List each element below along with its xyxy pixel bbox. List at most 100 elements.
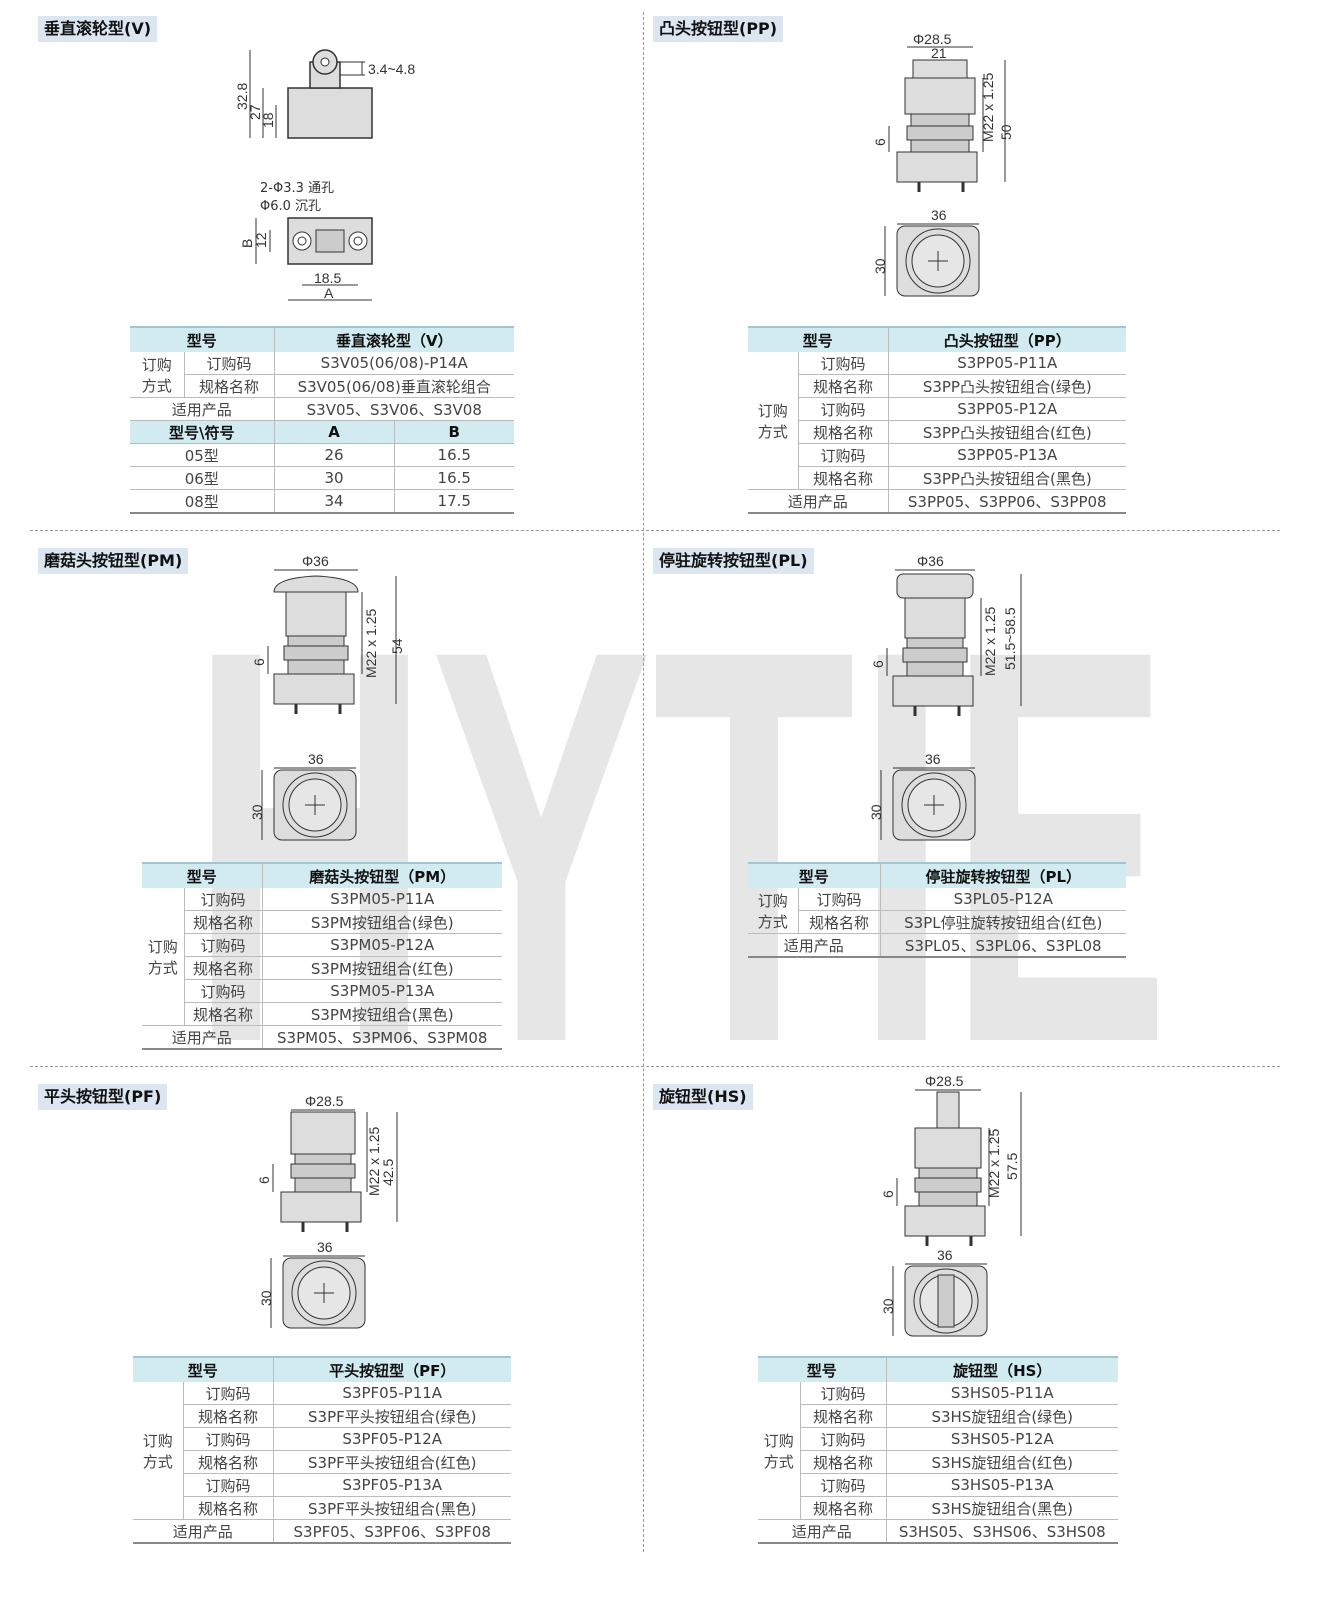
row-label: 规格名称 — [183, 910, 262, 934]
row-value: S3HS05-P13A — [885, 1473, 1118, 1497]
applicable-value: S3V05、S3V06、S3V08 — [273, 397, 514, 421]
table-cell: 06型 — [130, 466, 274, 490]
subheader-model-symbol: 型号\符号 — [130, 420, 274, 444]
panel-pm: 磨菇头按钮型(PM) Φ36 6 M22 x 1.25 54 36 — [30, 532, 692, 1062]
row-label: 规格名称 — [182, 1404, 273, 1428]
drawing-hs: Φ28.5 6 M22 x 1.25 57.5 36 30 — [865, 1072, 1065, 1366]
table-cell: 16.5 — [393, 466, 514, 490]
group-label: 订购 方式 — [130, 352, 184, 398]
dim-height: 57.5 — [1004, 1153, 1020, 1180]
dim-36: 36 — [317, 1239, 333, 1255]
row-value: S3PF平头按钮组合(黑色) — [272, 1496, 511, 1520]
panel-title: 凸头按钮型(PP) — [653, 16, 784, 42]
row-label: 订购码 — [182, 1473, 273, 1497]
row-label: 规格名称 — [799, 1496, 886, 1520]
header-model: 型号 — [758, 1356, 886, 1382]
dim-height-body: 18 — [260, 112, 276, 128]
dim-a: A — [324, 285, 334, 301]
row-label: 订购码 — [183, 888, 262, 911]
group-label: 订购 方式 — [142, 888, 184, 1026]
applicable-value: S3PF05、S3PF06、S3PF08 — [272, 1519, 511, 1544]
applicable-value: S3PM05、S3PM06、S3PM08 — [261, 1025, 502, 1050]
dim-12: 12 — [253, 232, 269, 248]
row-value: S3HS旋钮组合(黑色) — [885, 1496, 1118, 1520]
dim-6: 6 — [880, 1190, 896, 1198]
row-label: 规格名称 — [797, 374, 888, 398]
group-label: 订购 方式 — [748, 352, 798, 490]
dim-36: 36 — [308, 751, 324, 767]
table-cell: 30 — [273, 466, 394, 490]
header-type: 平头按钮型（PF） — [272, 1356, 511, 1382]
dim-thread: M22 x 1.25 — [366, 1127, 382, 1196]
dim-36: 36 — [937, 1247, 953, 1263]
drawing-pl: Φ36 6 M22 x 1.25 51.5~58.5 36 30 — [865, 552, 1065, 846]
row-label: 规格名称 — [799, 1450, 886, 1474]
dim-6: 6 — [256, 1176, 272, 1184]
header-model: 型号 — [130, 326, 274, 352]
table-cell: 34 — [273, 489, 394, 514]
dim-30: 30 — [868, 804, 884, 820]
header-type: 凸头按钮型（PP） — [887, 326, 1126, 352]
row-label: 订购码 — [797, 352, 888, 375]
row-label: 订购码 — [797, 397, 888, 421]
drawing-pf: Φ28.5 6 M22 x 1.25 42.5 36 30 — [255, 1090, 455, 1354]
dim-thread: M22 x 1.25 — [363, 609, 379, 678]
row-value: S3PP凸头按钮组合(红色) — [887, 420, 1126, 444]
panel-title: 旋钮型(HS) — [653, 1084, 753, 1110]
subheader-b: B — [393, 420, 514, 444]
panel-hs: 旋钮型(HS) Φ28.5 6 M22 x 1.25 57.5 36 — [645, 1068, 1307, 1598]
header-type: 垂直滚轮型（V） — [273, 326, 514, 352]
dim-6: 6 — [870, 660, 886, 668]
row-value: S3HS旋钮组合(红色) — [885, 1450, 1118, 1474]
row-value: S3PP05-P12A — [887, 397, 1126, 421]
dim-b: B — [239, 239, 255, 248]
panel-title: 磨菇头按钮型(PM) — [38, 548, 189, 574]
divider-row-2 — [30, 1066, 1280, 1067]
dim-thread: M22 x 1.25 — [986, 1129, 1002, 1198]
header-model: 型号 — [748, 326, 888, 352]
panel-pl: 停驻旋转按钮型(PL) Φ36 6 M22 x 1.25 51.5~58.5 3… — [645, 532, 1307, 1062]
row-value: S3PM05-P13A — [261, 979, 502, 1003]
header-model: 型号 — [133, 1356, 273, 1382]
row-value: S3PF05-P12A — [272, 1427, 511, 1451]
row-label: 规格名称 — [799, 1404, 886, 1428]
row-value: S3PF05-P13A — [272, 1473, 511, 1497]
dim-30: 30 — [880, 1298, 896, 1314]
table-cell: 17.5 — [393, 489, 514, 514]
row-label: 规格名称 — [797, 420, 888, 444]
panel-pp: 凸头按钮型(PP) Φ28.5 21 6 M22 x 1.25 50 36 — [645, 0, 1307, 530]
drawing-pp: Φ28.5 21 6 M22 x 1.25 50 36 — [845, 30, 1045, 314]
dim-phi: Φ36 — [302, 553, 329, 569]
table-cell: 08型 — [130, 489, 274, 514]
row-value: S3PM05-P12A — [261, 933, 502, 957]
order-code-label: 订购码 — [183, 352, 274, 375]
table-cell: 05型 — [130, 443, 274, 467]
row-value: S3PP凸头按钮组合(黑色) — [887, 466, 1126, 490]
spec-table-v: 型号 垂直滚轮型（V） 订购 方式 订购码 S3V05(06/08)-P14A … — [130, 326, 514, 514]
dim-phi: Φ28.5 — [305, 1093, 344, 1109]
applicable-label: 适用产品 — [758, 1519, 886, 1544]
row-value: S3HS05-P12A — [885, 1427, 1118, 1451]
vertical-divider — [643, 12, 644, 1552]
row-value: S3PP05-P11A — [887, 352, 1126, 375]
row-value: S3PF平头按钮组合(红色) — [272, 1450, 511, 1474]
row-label: 规格名称 — [182, 1496, 273, 1520]
row-value: S3HS旋钮组合(绿色) — [885, 1404, 1118, 1428]
row-value: S3PP05-P13A — [887, 443, 1126, 467]
row-value: S3PM05-P11A — [261, 888, 502, 911]
dim-thread: M22 x 1.25 — [982, 607, 998, 676]
dim-30: 30 — [872, 258, 888, 274]
row-value: S3PL05-P12A — [879, 888, 1126, 911]
row-label: 订购码 — [797, 888, 880, 911]
row-value: S3PP凸头按钮组合(绿色) — [887, 374, 1126, 398]
applicable-value: S3PL05、S3PL06、S3PL08 — [879, 933, 1126, 958]
applicable-label: 适用产品 — [748, 489, 888, 514]
row-value: S3PL停驻旋转按钮组合(红色) — [879, 910, 1126, 934]
dim-36: 36 — [931, 207, 947, 223]
row-label: 订购码 — [183, 933, 262, 957]
dim-30: 30 — [258, 1290, 274, 1306]
dim-height: 50 — [998, 124, 1014, 140]
